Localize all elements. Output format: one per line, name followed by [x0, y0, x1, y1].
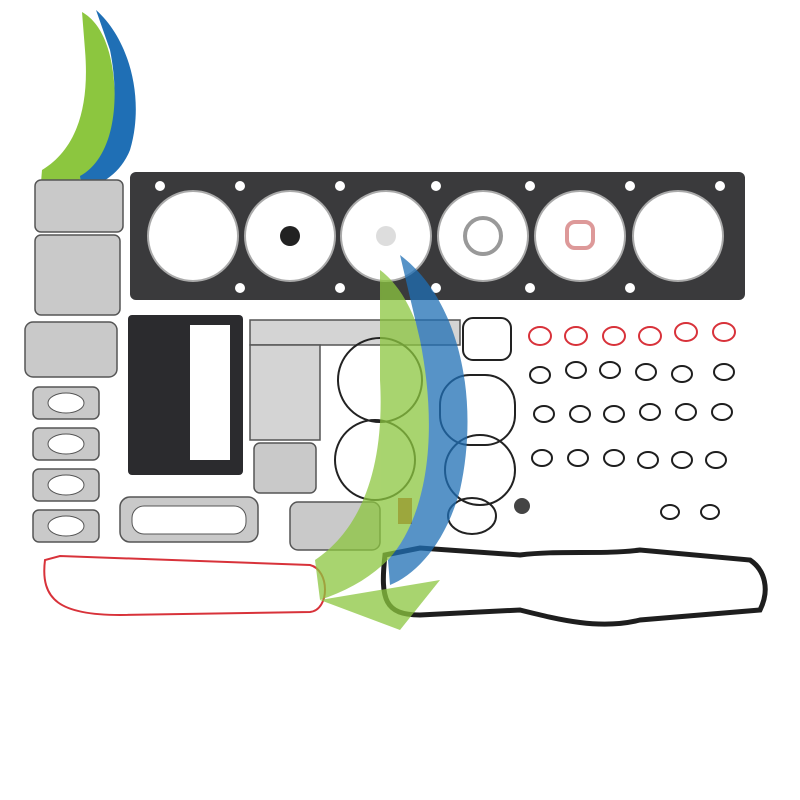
shaft-seal	[514, 498, 530, 514]
cylinder-head-gasket	[130, 172, 745, 300]
small-o-rings	[528, 322, 736, 520]
watermark-logo	[315, 255, 468, 630]
